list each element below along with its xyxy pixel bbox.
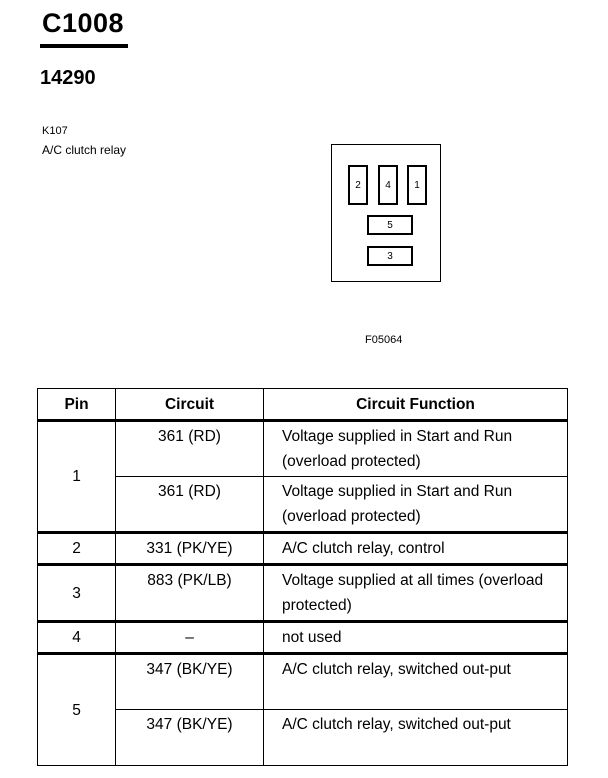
table-row: 2 331 (PK/YE) A/C clutch relay, control	[37, 531, 568, 565]
header-pin: Pin	[37, 388, 116, 421]
circuit-cell: –	[115, 620, 264, 654]
pin-cell: 3	[37, 563, 116, 622]
function-cell: not used	[263, 620, 568, 654]
terminal-5: 5	[367, 215, 413, 235]
table-row: 4 – not used	[37, 620, 568, 654]
header-circuit-function: Circuit Function	[263, 388, 568, 421]
component-name: A/C clutch relay	[42, 143, 127, 157]
circuit-cell: 361 (RD)	[115, 476, 264, 533]
terminal-3: 3	[367, 246, 413, 266]
connector-face-diagram: 2 4 1 5 3	[331, 144, 441, 282]
heading-underline	[40, 44, 128, 48]
circuit-cell: 361 (RD)	[115, 419, 264, 477]
pin-table: Pin Circuit Circuit Function 1 361 (RD) …	[37, 388, 568, 766]
terminal-2: 2	[348, 165, 368, 205]
header-circuit: Circuit	[115, 388, 264, 421]
terminal-1: 1	[407, 165, 427, 205]
circuit-cell: 347 (BK/YE)	[115, 652, 264, 710]
part-number: 14290	[40, 67, 96, 89]
circuit-cell: 347 (BK/YE)	[115, 709, 264, 766]
connector-id-heading: C1008	[42, 8, 125, 38]
table-row: 5 347 (BK/YE) A/C clutch relay, switched…	[37, 652, 568, 766]
pin-cell: 2	[37, 531, 116, 565]
function-cell: A/C clutch relay, switched out-put	[263, 652, 568, 710]
pin-cell: 5	[37, 652, 116, 766]
figure-id: F05064	[365, 334, 403, 346]
component-id: K107	[42, 125, 68, 137]
function-cell: A/C clutch relay, switched out-put	[263, 709, 568, 766]
table-header-row: Pin Circuit Circuit Function	[37, 388, 568, 421]
function-cell: Voltage supplied in Start and Run (overl…	[263, 476, 568, 533]
terminal-4: 4	[378, 165, 398, 205]
table-row: 1 361 (RD) Voltage supplied in Start and…	[37, 419, 568, 533]
function-cell: A/C clutch relay, control	[263, 531, 568, 565]
table-row: 347 (BK/YE) A/C clutch relay, switched o…	[38, 709, 568, 766]
circuit-cell: 331 (PK/YE)	[115, 531, 264, 565]
function-cell: Voltage supplied in Start and Run (overl…	[263, 419, 568, 477]
circuit-cell: 883 (PK/LB)	[115, 563, 264, 622]
pin-cell: 1	[37, 419, 116, 533]
table-row: 361 (RD) Voltage supplied in Start and R…	[38, 476, 568, 533]
pin-cell: 4	[37, 620, 116, 654]
function-cell: Voltage supplied at all times (overload …	[263, 563, 568, 622]
table-row: 3 883 (PK/LB) Voltage supplied at all ti…	[37, 563, 568, 622]
